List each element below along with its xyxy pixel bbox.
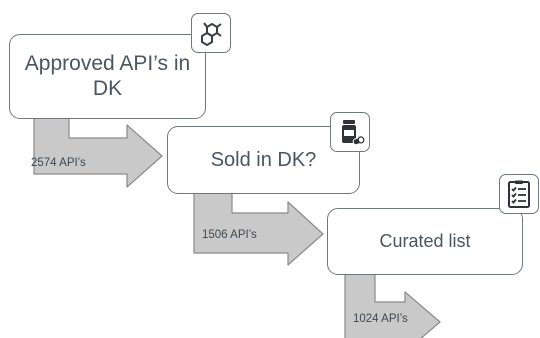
- step-curated-list-label: Curated list: [379, 231, 471, 252]
- count-label-sold: 1506 API’s: [202, 229, 257, 241]
- molecule-icon: [201, 22, 222, 46]
- flow-arrow-1: [33, 117, 163, 188]
- count-label-approved: 2574 API’s: [31, 157, 86, 169]
- medicine-bottle-icon-badge: [330, 112, 370, 152]
- step-sold-in-dk: Sold in DK?: [167, 126, 360, 194]
- count-label-curated: 1024 API’s: [353, 313, 408, 325]
- checklist-icon-badge: [499, 174, 539, 214]
- step-curated-list: Curated list: [327, 208, 523, 275]
- flow-arrow-2: [193, 192, 324, 266]
- step-approved-apis-label: Approved API’s in DK: [24, 52, 191, 100]
- step-sold-in-dk-label: Sold in DK?: [210, 148, 317, 171]
- medicine-bottle-icon: [342, 120, 365, 146]
- step-approved-apis: Approved API’s in DK: [9, 34, 206, 119]
- checklist-icon: [508, 180, 530, 208]
- flow-arrow-3: [344, 273, 441, 338]
- molecule-icon-badge: [191, 13, 231, 53]
